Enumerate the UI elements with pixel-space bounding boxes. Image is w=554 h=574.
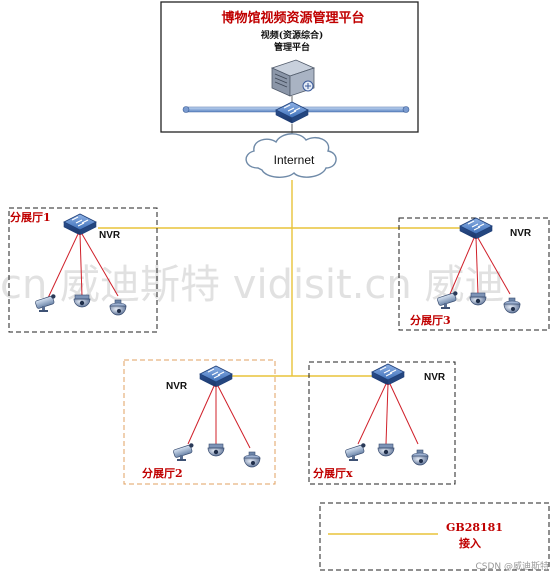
csdn-credit: CSDN @威迪斯特: [475, 560, 549, 572]
hall-3-ptz-camera-icon: [503, 297, 521, 314]
platform-box: 博物馆视频资源管理平台 视频(资源综合) 管理平台: [160, 1, 419, 133]
hall-2-ptz-camera-icon: [243, 451, 261, 468]
hall-3-box: NVR 分展厅3: [398, 217, 550, 331]
gb28181-links: [98, 180, 462, 377]
hall-x-box: NVR 分展厅x: [308, 361, 456, 485]
hall-x-dome-camera-icon: [377, 443, 395, 457]
internet-label: Internet: [274, 153, 315, 167]
hall-x-bullet-camera-icon: [344, 442, 367, 462]
legend-box: GB28181 接入: [319, 502, 550, 571]
hall-2-nvr-label: NVR: [166, 381, 188, 392]
hall-x-nvr-label: NVR: [424, 372, 446, 383]
hall-1-nvr-label: NVR: [99, 230, 121, 241]
internet-cloud: Internet: [245, 124, 337, 178]
hall-2-bullet-camera-icon: [172, 442, 195, 462]
hall-x-switch-icon: [371, 363, 405, 386]
hall-x-ptz-camera-icon: [411, 449, 429, 466]
hall-3-switch-icon: [459, 217, 493, 240]
hall-2-dome-camera-icon: [207, 443, 225, 457]
hall-2-switch-icon: [199, 365, 233, 388]
hall-1-label: 分展厅1: [10, 210, 51, 224]
platform-subtitle-line2: 管理平台: [274, 41, 310, 53]
hall-2-box: NVR 分展厅2: [123, 359, 276, 485]
hall-1-switch-icon: [63, 213, 97, 236]
legend-line1: GB28181: [446, 521, 503, 534]
hall-3-nvr-label: NVR: [510, 228, 532, 239]
platform-subtitle-line1: 视频(资源综合): [261, 29, 324, 41]
hall-x-label: 分展厅x: [313, 466, 353, 480]
server-icon: [270, 59, 316, 97]
platform-title: 博物馆视频资源管理平台: [221, 10, 364, 26]
hall-2-label: 分展厅2: [142, 466, 183, 480]
hall-3-label: 分展厅3: [410, 313, 451, 327]
legend-line2: 接入: [459, 536, 481, 550]
hall-1-box: 分展厅1 NVR: [8, 207, 158, 333]
